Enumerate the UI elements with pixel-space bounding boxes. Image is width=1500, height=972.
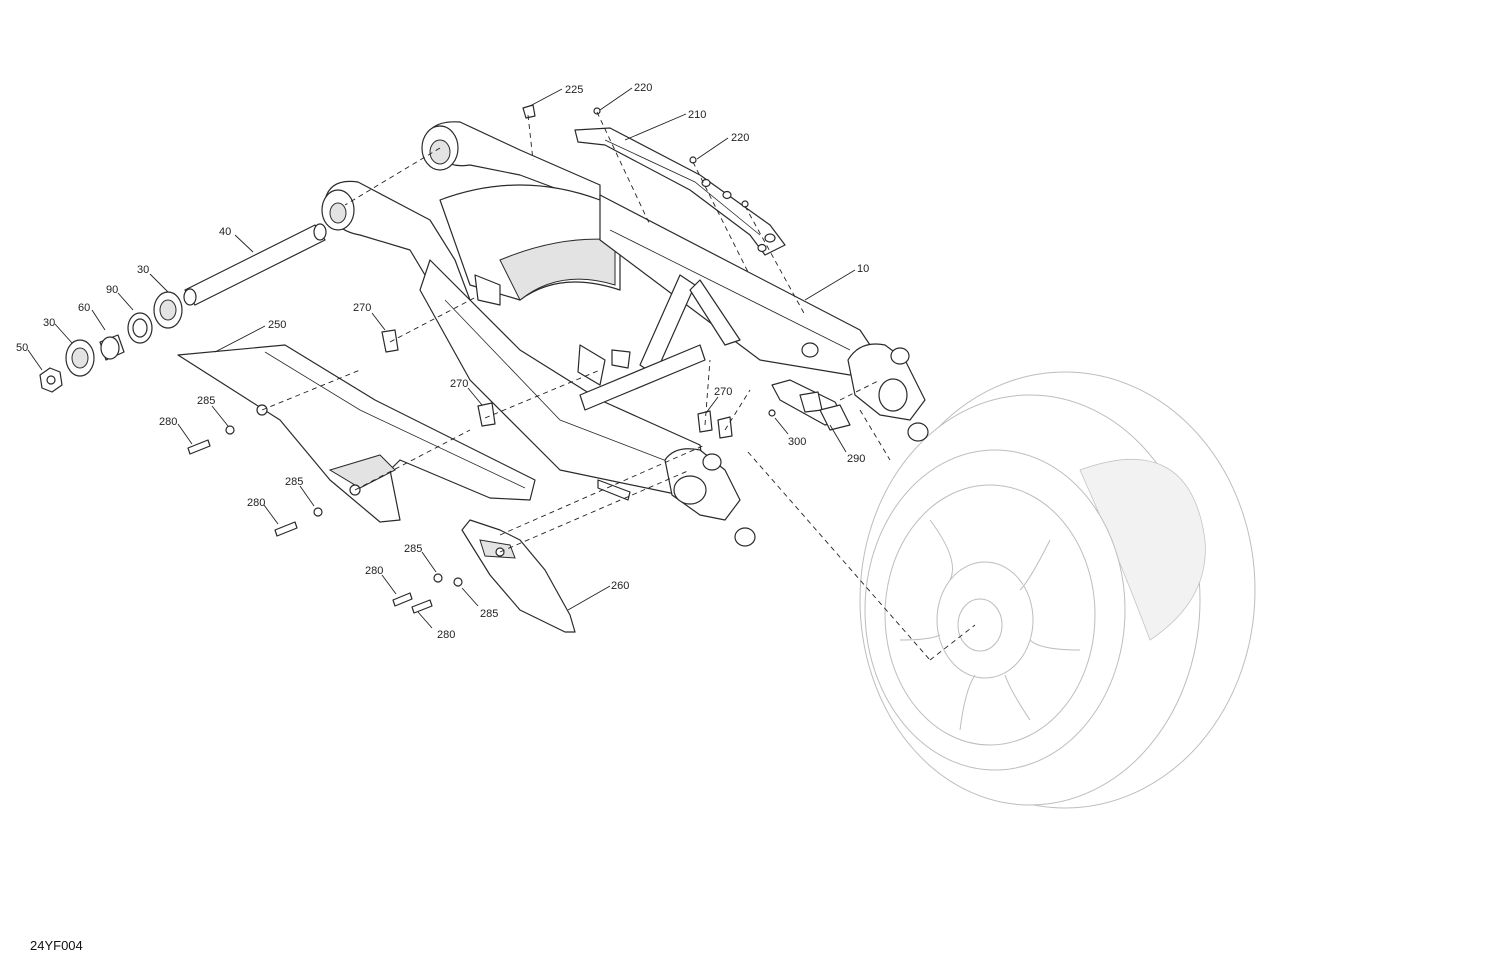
callout-300: 300: [788, 436, 806, 448]
callout-60: 60: [78, 302, 90, 314]
leader-lines: [27, 87, 856, 629]
chain-guard-part: [177, 344, 536, 523]
callout-285-b: 285: [285, 476, 303, 488]
swing-arm-assembly: [321, 121, 929, 547]
sensor-parts: [768, 379, 851, 431]
callout-50: 50: [16, 342, 28, 354]
lower-guard-part: [461, 519, 576, 633]
screws-and-washers: [187, 425, 463, 614]
callout-30-lower: 30: [43, 317, 55, 329]
callout-labels: 225 220 210 220 10 40 30 90 60 30 50 250…: [16, 82, 869, 641]
callout-285-c: 285: [404, 543, 422, 555]
callout-270-left: 270: [353, 302, 371, 314]
top-fasteners: [522, 104, 749, 208]
callout-280-c: 280: [365, 565, 383, 577]
bearing-parts: [39, 291, 183, 393]
pivot-shaft-part: [183, 223, 327, 306]
callout-280-b: 280: [247, 497, 265, 509]
callout-90: 90: [106, 284, 118, 296]
callout-285-d: 285: [480, 608, 498, 620]
callout-270-middle: 270: [450, 378, 468, 390]
callout-225: 225: [565, 84, 583, 96]
callout-280-d: 280: [437, 629, 455, 641]
callout-260: 260: [611, 580, 629, 592]
callout-270-right: 270: [714, 386, 732, 398]
rear-wheel-illustration: [859, 371, 1256, 809]
callout-220-top: 220: [634, 82, 652, 94]
callout-250: 250: [268, 319, 286, 331]
callout-10: 10: [857, 263, 869, 275]
drawing-code: 24YF004: [30, 938, 83, 953]
assembly-lines: [261, 111, 976, 661]
callout-285-a: 285: [197, 395, 215, 407]
callout-30-upper: 30: [137, 264, 149, 276]
callout-290: 290: [847, 453, 865, 465]
callout-210: 210: [688, 109, 706, 121]
chain-slider-part: [574, 127, 786, 256]
callout-220-right: 220: [731, 132, 749, 144]
callout-40: 40: [219, 226, 231, 238]
callout-280-a: 280: [159, 416, 177, 428]
